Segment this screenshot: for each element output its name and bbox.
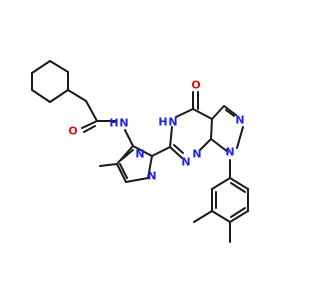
bond xyxy=(211,177,231,190)
bond xyxy=(85,100,98,122)
bond xyxy=(151,146,171,157)
bond xyxy=(67,89,87,102)
pyrazole-n1-label: N xyxy=(135,148,144,161)
fused-n-label-d: N xyxy=(192,148,201,161)
bond xyxy=(211,105,225,120)
bond xyxy=(116,163,127,183)
molecule-canvas: O N H O N H N N N N N N xyxy=(31,60,249,243)
bond xyxy=(132,145,153,157)
bond xyxy=(125,177,149,183)
bond xyxy=(31,60,51,74)
bond xyxy=(31,89,51,103)
carbonyl-bond xyxy=(83,125,96,133)
bond xyxy=(169,146,183,159)
bond xyxy=(223,105,237,116)
bond xyxy=(236,126,244,149)
acetamide-linker xyxy=(67,89,134,147)
bond xyxy=(211,210,231,223)
bond xyxy=(199,138,212,151)
bond xyxy=(169,126,173,148)
bond xyxy=(147,155,153,179)
ring-nitrogen-label: N xyxy=(168,116,177,129)
methyl-bond xyxy=(193,210,213,223)
bond xyxy=(229,177,249,190)
methyl-bond xyxy=(99,163,118,167)
bond xyxy=(229,210,249,223)
pyrazole-n2-label: N xyxy=(147,170,156,183)
bond xyxy=(230,207,246,218)
bond xyxy=(124,129,134,147)
bond xyxy=(210,118,213,140)
amide-hydrogen-label: H xyxy=(109,117,118,130)
fused-pyrazole-ring xyxy=(210,105,244,153)
bond xyxy=(49,89,69,103)
amide-oxygen-label: O xyxy=(68,125,77,138)
atom-labels: O N H O N H N N N N N N xyxy=(68,79,244,183)
fused-n-label-b: N xyxy=(235,114,244,127)
cyclohexyl-ring xyxy=(31,60,69,103)
dimethylphenyl-ring xyxy=(193,159,249,243)
bond xyxy=(175,108,194,118)
bond xyxy=(119,163,128,179)
fused-n-label-a: N xyxy=(181,156,190,169)
bond xyxy=(192,108,213,120)
pyrimidinone-ring xyxy=(169,91,213,159)
bond xyxy=(173,144,184,154)
fused-n-label-c: N xyxy=(225,146,234,159)
bond xyxy=(120,149,134,161)
bond xyxy=(49,60,69,73)
bond xyxy=(116,145,134,165)
amide-nitrogen-label: N xyxy=(119,117,128,130)
ring-oxygen-label: O xyxy=(191,79,200,92)
bond xyxy=(230,182,246,193)
carbonyl-bond xyxy=(81,120,98,129)
methylpyrazole-ring xyxy=(99,145,171,183)
bond xyxy=(210,138,229,153)
ring-hydrogen-label: H xyxy=(158,116,167,129)
structure-diagram: O N H O N H N N N N N N xyxy=(31,60,249,243)
bond xyxy=(225,109,235,117)
